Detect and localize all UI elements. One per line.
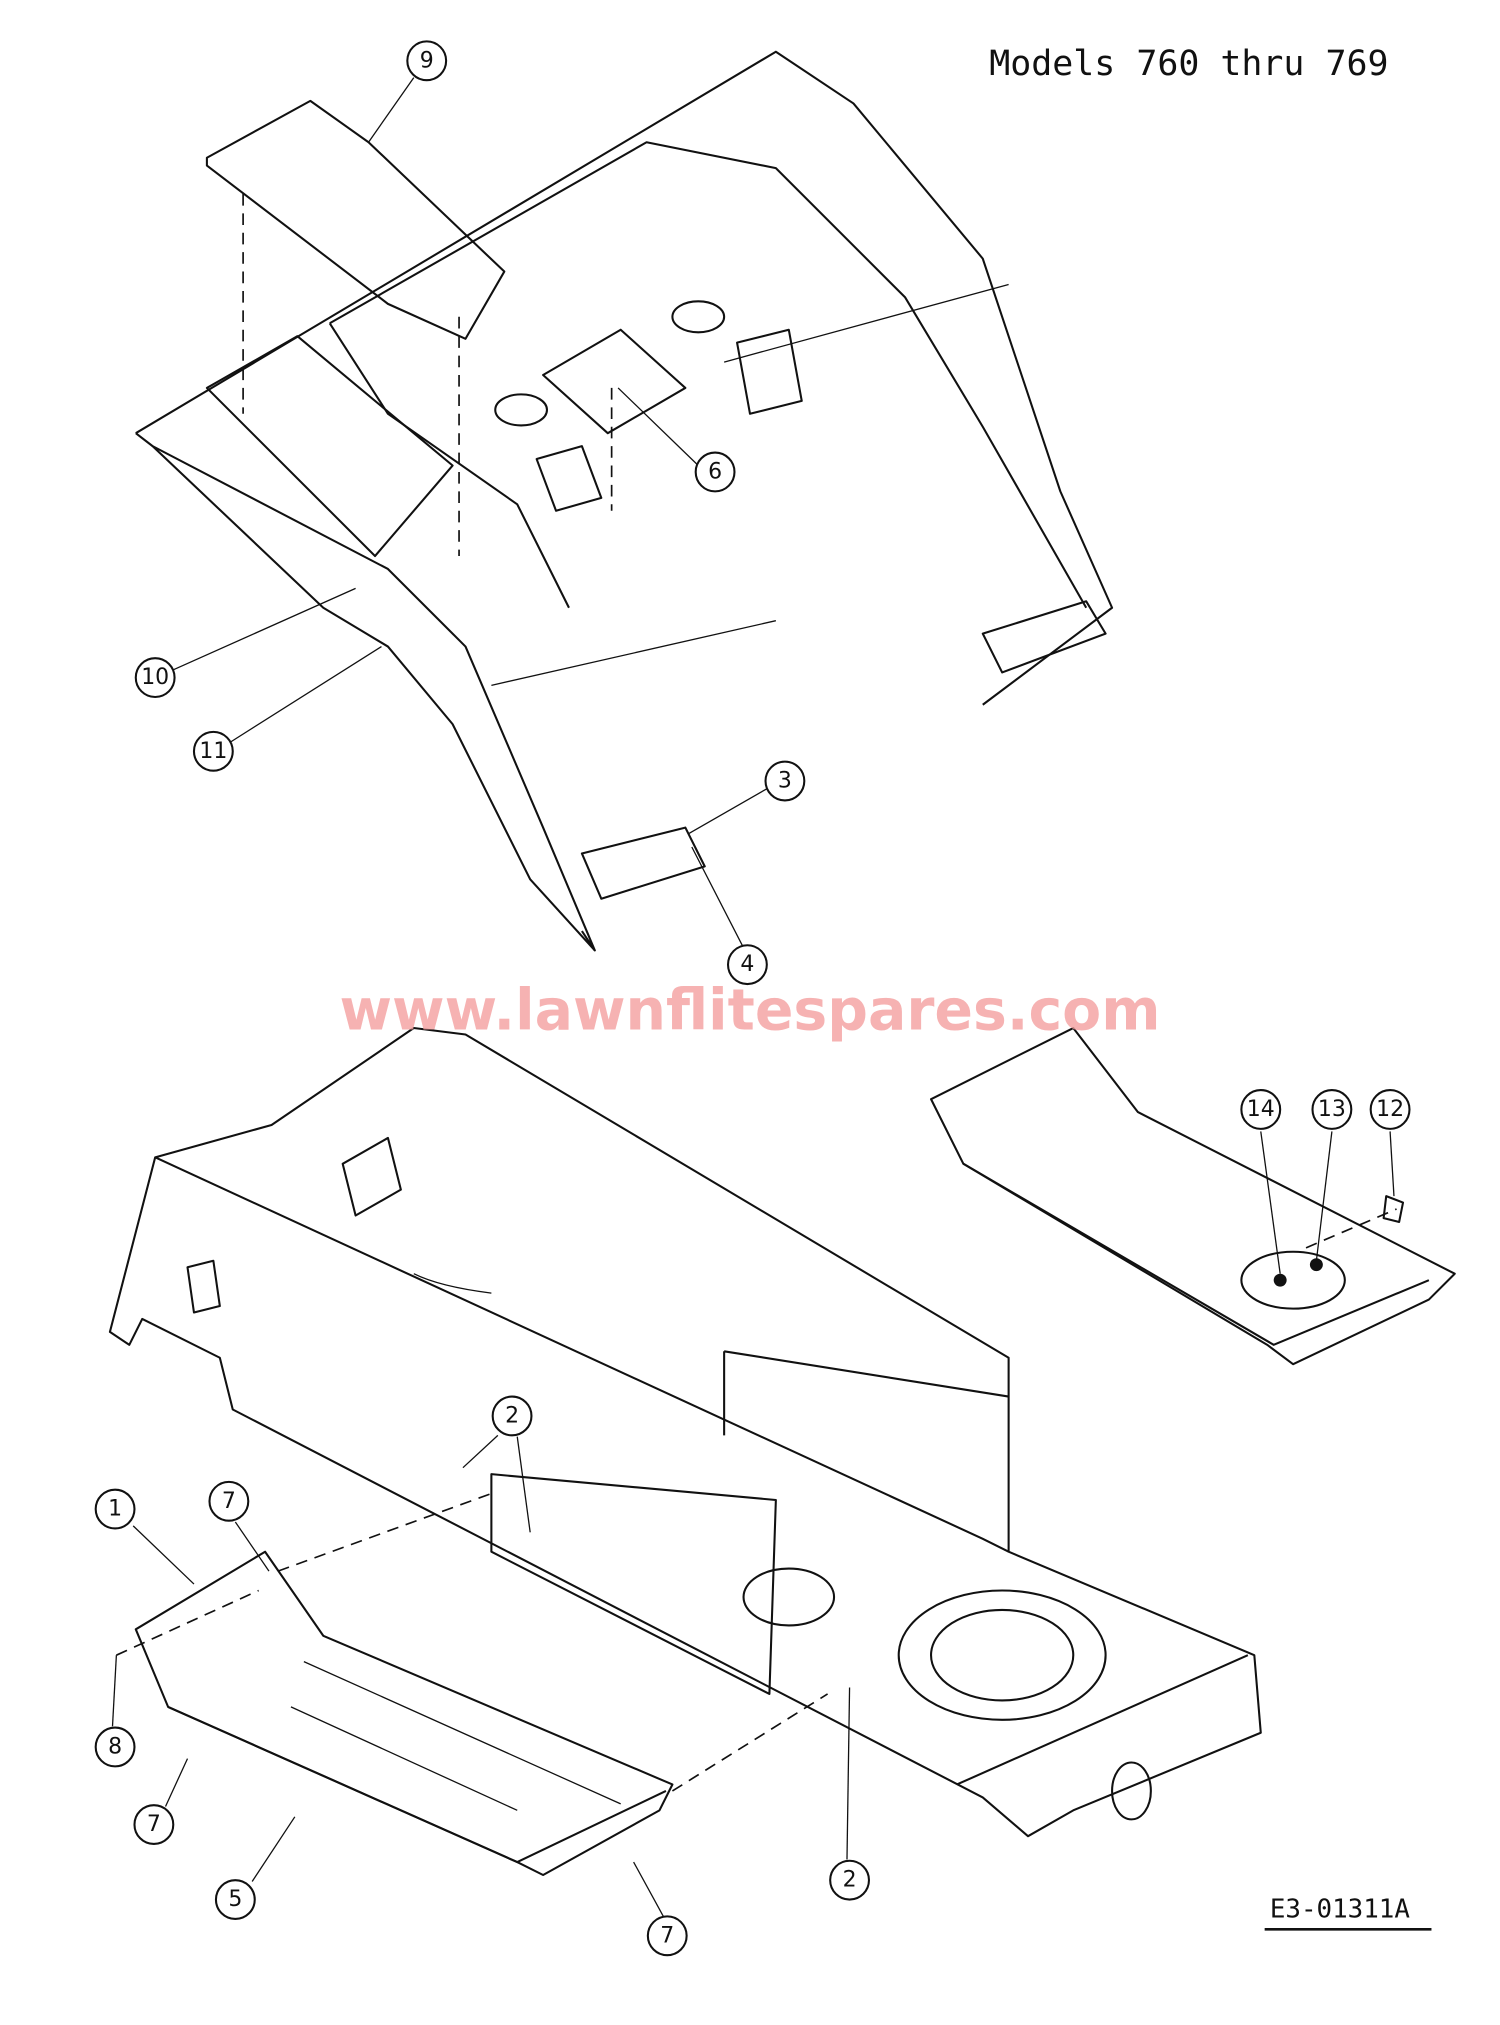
callout-9: 9 [406, 40, 448, 82]
callout-number: 2 [843, 1868, 857, 1893]
callout-circle [1311, 1089, 1353, 1130]
callout-number: 7 [147, 1812, 161, 1837]
callout-circle [192, 730, 234, 772]
callout-number: 7 [222, 1489, 236, 1514]
callout-circle [134, 657, 176, 699]
callout-circle [829, 1859, 870, 1901]
callout-circle [491, 1395, 533, 1437]
callout-7: 7 [133, 1804, 175, 1845]
callout-10: 10 [134, 657, 176, 699]
callout-5: 5 [214, 1879, 256, 1920]
callout-2: 2 [829, 1859, 870, 1901]
models-title: Models 760 thru 769 [989, 44, 1388, 84]
callout-13: 13 [1311, 1089, 1353, 1130]
callout-number: 10 [141, 665, 169, 690]
leader-lines-upper [173, 77, 768, 949]
callout-circle [646, 1915, 688, 1957]
callout-circle [214, 1879, 256, 1920]
callout-circle [1369, 1089, 1411, 1130]
callout-circle [694, 451, 736, 493]
dashed-lines-lower [111, 1131, 1397, 1917]
callout-number: 14 [1247, 1097, 1275, 1122]
callout-number: 1 [108, 1497, 122, 1522]
callout-7: 7 [646, 1915, 688, 1957]
callout-circle [726, 944, 768, 986]
callout-number: 8 [108, 1734, 122, 1759]
callout-number: 2 [505, 1403, 519, 1428]
watermark: www.lawnflitespares.com [340, 977, 1161, 1043]
callout-14: 14 [1240, 1089, 1282, 1130]
callout-number: 6 [708, 459, 722, 484]
drawing-code: E3-01311A [1270, 1895, 1411, 1925]
callout-11: 11 [192, 730, 234, 772]
frame-part [108, 1026, 1262, 1838]
callout-circle [133, 1804, 175, 1845]
callout-2: 2 [491, 1395, 533, 1437]
callout-circle [94, 1726, 136, 1768]
callout-number: 4 [740, 952, 754, 977]
callout-1: 1 [94, 1488, 136, 1530]
callout-3: 3 [764, 760, 806, 802]
callout-circle [208, 1480, 250, 1522]
callout-7: 7 [208, 1480, 250, 1522]
callout-circle [94, 1488, 136, 1530]
callout-6: 6 [694, 451, 736, 493]
callout-number: 3 [778, 769, 792, 794]
callouts: 9 6 10 11 3 4 14 13 12 2 1 7 8 7 5 7 2 [94, 40, 1411, 1957]
callout-circle [764, 760, 806, 802]
footrest-left-part [134, 1550, 674, 1877]
callout-number: 12 [1376, 1097, 1404, 1122]
callout-circle [406, 40, 448, 82]
footrest-right-part [930, 1026, 1456, 1366]
callout-number: 11 [199, 739, 227, 764]
callout-circle [1240, 1089, 1282, 1130]
callout-8: 8 [94, 1726, 136, 1768]
callout-number: 5 [228, 1887, 242, 1912]
callout-12: 12 [1369, 1089, 1411, 1130]
callout-number: 13 [1318, 1097, 1346, 1122]
fender-part [135, 50, 1114, 952]
callout-4: 4 [726, 944, 768, 986]
callout-number: 9 [420, 48, 434, 73]
callout-number: 7 [660, 1923, 674, 1948]
